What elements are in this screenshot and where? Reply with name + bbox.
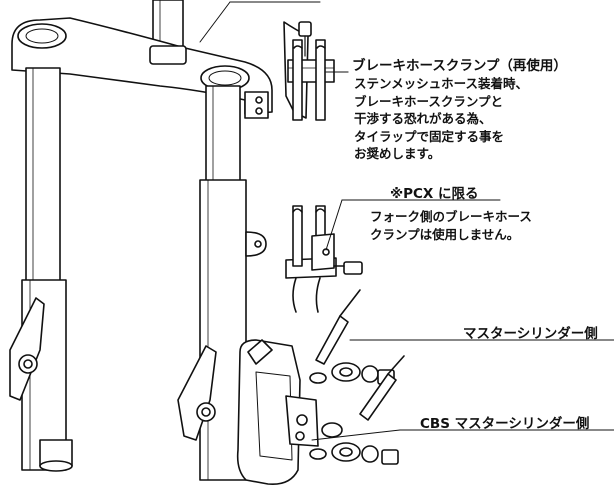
note-line: ブレーキホースクランプと xyxy=(354,93,504,109)
note-line: フォーク側のブレーキホース xyxy=(370,209,532,224)
leader-lines xyxy=(199,1,614,441)
cbs-master-cylinder-side-label: CBS マスターシリンダー側 xyxy=(420,416,590,432)
brake-caliper xyxy=(236,339,319,486)
upper-hose-clamp xyxy=(283,21,335,121)
master-cylinder-banjo xyxy=(309,289,395,385)
brake-hose-clamp-label: ブレーキホースクランプ（再使用） xyxy=(352,58,567,74)
fork-side-clamp-note: フォーク側のブレーキホース クランプは使用しません。 xyxy=(370,208,532,243)
left-fork-tube xyxy=(9,67,73,472)
steel-mesh-hose-note: ステンメッシュホース装着時、 ブレーキホースクランプと 干渉する恐れがある為、 … xyxy=(354,75,528,163)
note-line: クランプは使用しません。 xyxy=(370,226,520,242)
master-cylinder-side-label: マスターシリンダー側 xyxy=(463,326,598,342)
lower-hose-clamp xyxy=(285,205,363,313)
cbs-banjo xyxy=(309,355,405,465)
note-line: 干渉する恐れがある為、 xyxy=(354,111,492,126)
note-line: タイラップで固定する事を xyxy=(354,128,505,144)
note-line: ステンメッシュホース装着時、 xyxy=(354,76,529,91)
note-line: お奨めします。 xyxy=(354,146,441,161)
pcx-only-label: ※PCX に限る xyxy=(390,186,479,202)
